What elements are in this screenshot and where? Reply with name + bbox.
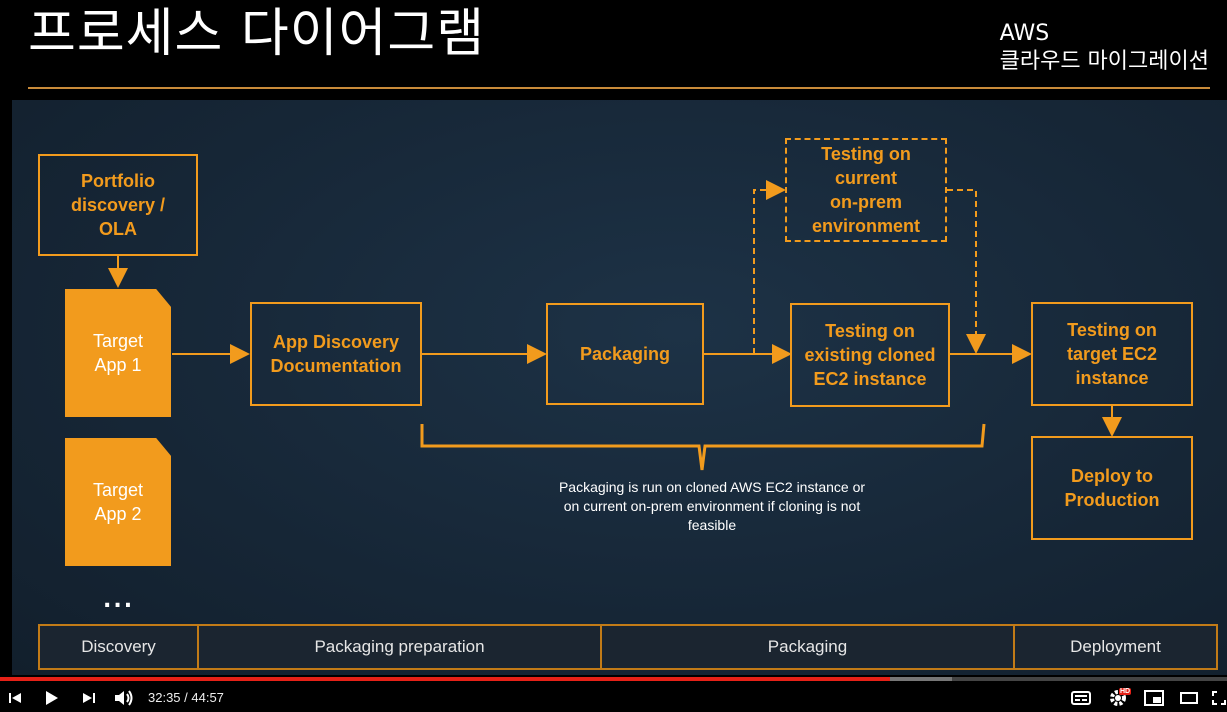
testing-onprem-box: Testing on current on-prem environment	[785, 138, 947, 242]
volume-icon[interactable]	[112, 683, 136, 712]
phase-discovery: Discovery	[40, 626, 199, 668]
hd-badge: HD	[1119, 688, 1132, 695]
app-discovery-label: App Discovery Documentation	[270, 332, 402, 376]
target-app-1-doc: Target App 1	[65, 289, 171, 417]
connector-lines	[108, 180, 1122, 471]
packaging-label: Packaging	[579, 344, 671, 364]
target-app-2-doc: Target App 2	[65, 438, 171, 566]
brand-subtitle: 클라우드 마이그레이션	[999, 49, 1209, 74]
player-controls	[0, 683, 1227, 712]
packaging-box: Packaging	[546, 303, 704, 405]
dashed-arrow-to-onprem	[753, 180, 786, 354]
phase-bar: Discovery Packaging preparation Packagin…	[38, 624, 1218, 670]
phase-packaging-preparation: Packaging preparation	[199, 626, 602, 668]
packaging-note: Packaging is run on cloned AWS EC2 insta…	[532, 478, 892, 535]
portfolio-discovery-box: Portfolio discovery / OLA	[38, 154, 198, 256]
title-divider	[28, 87, 1210, 89]
target-app-2-label: Target App 2	[92, 480, 144, 524]
testing-onprem-label: Testing on current on-prem environment	[811, 144, 921, 236]
settings-icon[interactable]	[1106, 683, 1130, 712]
video-frame[interactable]: Portfolio discovery / OLA Target App 1 T…	[12, 100, 1227, 675]
subtitles-icon[interactable]	[1070, 683, 1092, 712]
dashed-arrow-from-onprem	[947, 189, 986, 354]
theater-icon[interactable]	[1178, 683, 1200, 712]
video-progress-bar[interactable]	[0, 677, 1227, 681]
testing-cloned-label: Testing on existing cloned EC2 instance	[804, 321, 936, 389]
play-icon[interactable]	[40, 683, 62, 712]
played-bar	[0, 677, 890, 681]
phase-deployment: Deployment	[1015, 626, 1216, 668]
testing-target-label: Testing on target EC2 instance	[1066, 320, 1158, 388]
packaging-brace	[420, 423, 986, 471]
miniplayer-icon[interactable]	[1142, 683, 1166, 712]
page-title: 프로세스 다이어그램	[28, 4, 486, 64]
time-display: 32:35 / 44:57	[148, 690, 224, 705]
brand-aws: AWS	[999, 21, 1050, 46]
testing-target-box: Testing on target EC2 instance	[1031, 302, 1193, 406]
deploy-production-label: Deploy to Production	[1064, 466, 1160, 510]
phase-packaging: Packaging	[602, 626, 1015, 668]
app-discovery-box: App Discovery Documentation	[250, 302, 422, 406]
packaging-note-text: Packaging is run on cloned AWS EC2 insta…	[558, 479, 866, 533]
brand: AWS 클라우드 마이그레이션	[1000, 20, 1209, 76]
target-app-1-label: Target App 1	[92, 331, 144, 375]
portfolio-discovery-label: Portfolio discovery / OLA	[70, 171, 166, 239]
next-icon[interactable]	[78, 683, 100, 712]
more-apps-ellipsis: ...	[103, 588, 135, 613]
deploy-production-box: Deploy to Production	[1031, 436, 1193, 540]
previous-icon[interactable]	[4, 683, 26, 712]
testing-cloned-box: Testing on existing cloned EC2 instance	[790, 303, 950, 407]
fullscreen-icon[interactable]	[1210, 683, 1227, 712]
